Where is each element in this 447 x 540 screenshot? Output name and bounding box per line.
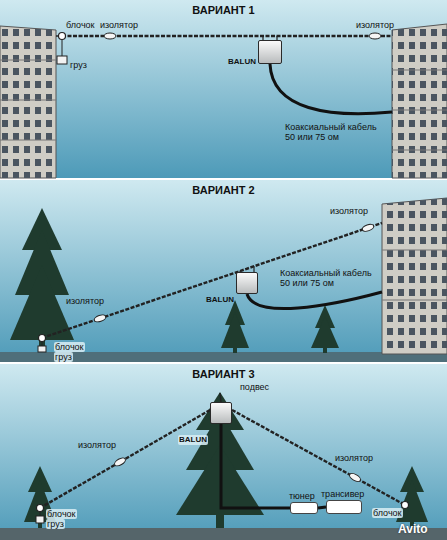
part-label: изолятор — [330, 206, 368, 216]
building — [0, 60, 56, 61]
tree — [10, 265, 74, 340]
coax-cable — [270, 64, 392, 114]
sky-panel — [0, 180, 447, 362]
insulator — [113, 456, 126, 467]
sky-panel — [0, 0, 447, 178]
variant-2-scene — [0, 180, 447, 362]
variant-1-scene — [0, 0, 447, 178]
variant-panel: ВАРИАНТ 2 BALUN — [0, 180, 447, 362]
part-label: блочок — [372, 508, 403, 518]
building — [382, 198, 447, 354]
sky-panel — [0, 364, 447, 540]
insulator — [361, 223, 374, 233]
pulley — [402, 502, 409, 509]
building — [392, 110, 447, 111]
building — [382, 198, 447, 354]
part-label: подвес — [240, 382, 269, 392]
part-label: груз — [46, 519, 65, 529]
pulley — [39, 335, 46, 342]
insulator — [104, 33, 116, 39]
building — [0, 26, 56, 178]
building — [0, 100, 56, 101]
panel-title: ВАРИАНТ 2 — [0, 184, 447, 197]
building — [0, 26, 56, 178]
tree — [396, 466, 428, 528]
weight — [38, 346, 46, 352]
watermark: Avito — [398, 522, 428, 536]
tree — [216, 515, 224, 528]
cable-note: Коаксиальный кабель 50 или 75 ом — [285, 122, 379, 142]
balun-label: BALUN — [228, 57, 256, 67]
coax-cable — [221, 424, 290, 508]
tree — [311, 305, 339, 353]
rope — [62, 39, 63, 56]
building — [392, 24, 447, 178]
tree — [221, 300, 249, 353]
insulator — [93, 314, 106, 324]
balun-label: BALUN — [206, 295, 234, 305]
pulley — [37, 505, 44, 512]
coax-cable — [247, 292, 382, 309]
antenna-wire — [232, 410, 405, 505]
part-label: изолятор — [66, 296, 104, 306]
building — [0, 26, 56, 178]
part-label: блочок — [46, 509, 77, 519]
part-label: груз — [70, 60, 87, 70]
ground — [0, 528, 447, 540]
part-label: блочок — [54, 342, 85, 352]
building — [392, 24, 447, 178]
coax-cable — [318, 507, 326, 508]
balun-box: BALUN — [236, 272, 258, 294]
part-label: изолятор — [78, 440, 116, 450]
panel-title: ВАРИАНТ 3 — [0, 368, 447, 381]
tree — [311, 316, 339, 348]
tree — [233, 348, 237, 353]
balun-label: BALUN — [178, 435, 208, 445]
part-label: изолятор — [100, 20, 138, 30]
building — [392, 150, 447, 151]
building — [382, 300, 447, 301]
radio-device: тюнер — [290, 502, 318, 514]
antenna-wire — [42, 223, 382, 338]
part-label: изолятор — [356, 20, 394, 30]
balun-box: BALUN — [258, 40, 282, 64]
building — [382, 198, 447, 354]
part-label: блочок — [66, 20, 95, 30]
balun-box: BALUN — [210, 402, 232, 424]
weight — [57, 56, 67, 64]
weight — [36, 516, 44, 523]
variant-3-scene — [0, 364, 447, 540]
cable-note: Коаксиальный кабель 50 или 75 ом — [280, 268, 374, 288]
ground — [0, 352, 447, 362]
part-label: груз — [54, 352, 73, 362]
part-label: изолятор — [335, 453, 373, 463]
radio-device: трансивер — [326, 500, 362, 514]
insulator — [348, 472, 361, 483]
building — [382, 250, 447, 251]
tree — [221, 312, 249, 348]
building — [392, 24, 447, 178]
suspension-rope — [220, 393, 221, 402]
pulley — [59, 33, 66, 40]
panel-title: ВАРИАНТ 1 — [0, 4, 447, 17]
building — [392, 70, 447, 71]
device-label: тюнер — [289, 491, 315, 501]
device-label: трансивер — [321, 489, 364, 499]
tree — [323, 348, 327, 353]
antenna-wire — [40, 410, 210, 508]
building — [0, 140, 56, 141]
insulator — [369, 33, 381, 39]
